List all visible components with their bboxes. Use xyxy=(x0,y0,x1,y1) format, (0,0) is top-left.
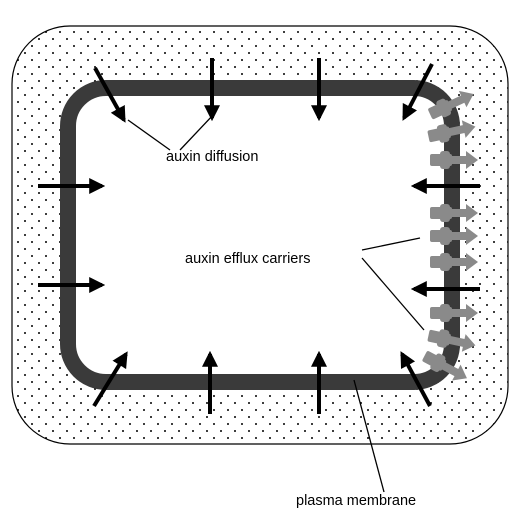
efflux-carrier xyxy=(430,304,478,322)
leader-line-membrane xyxy=(353,379,385,493)
efflux-carrier xyxy=(430,227,478,245)
efflux-carriers xyxy=(422,90,478,381)
diffusion-arrow xyxy=(400,351,432,407)
cytoplasm xyxy=(68,88,452,382)
leader-line-diffusion-left xyxy=(127,119,171,151)
efflux-carrier xyxy=(427,329,476,352)
leader-lines xyxy=(127,113,425,493)
plasma-membrane-label: plasma membrane xyxy=(296,493,417,509)
diffusion-arrow xyxy=(402,63,434,121)
diffusion-arrows xyxy=(38,58,480,414)
leader-line-efflux-lower xyxy=(361,257,425,331)
leader-line-efflux-upper xyxy=(361,237,421,251)
efflux-carrier xyxy=(430,253,478,271)
efflux-carrier xyxy=(430,151,478,169)
efflux-carrier xyxy=(422,351,467,381)
diffusion-arrow xyxy=(92,351,128,408)
leader-line-diffusion-right xyxy=(179,113,215,151)
efflux-carrier xyxy=(427,120,476,143)
efflux-carrier xyxy=(428,90,474,120)
auxin-efflux-carriers-label: auxin efflux carriers xyxy=(185,251,311,267)
diffusion-arrow xyxy=(93,67,126,123)
efflux-carrier xyxy=(430,204,478,222)
auxin-diffusion-label: auxin diffusion xyxy=(166,149,259,165)
